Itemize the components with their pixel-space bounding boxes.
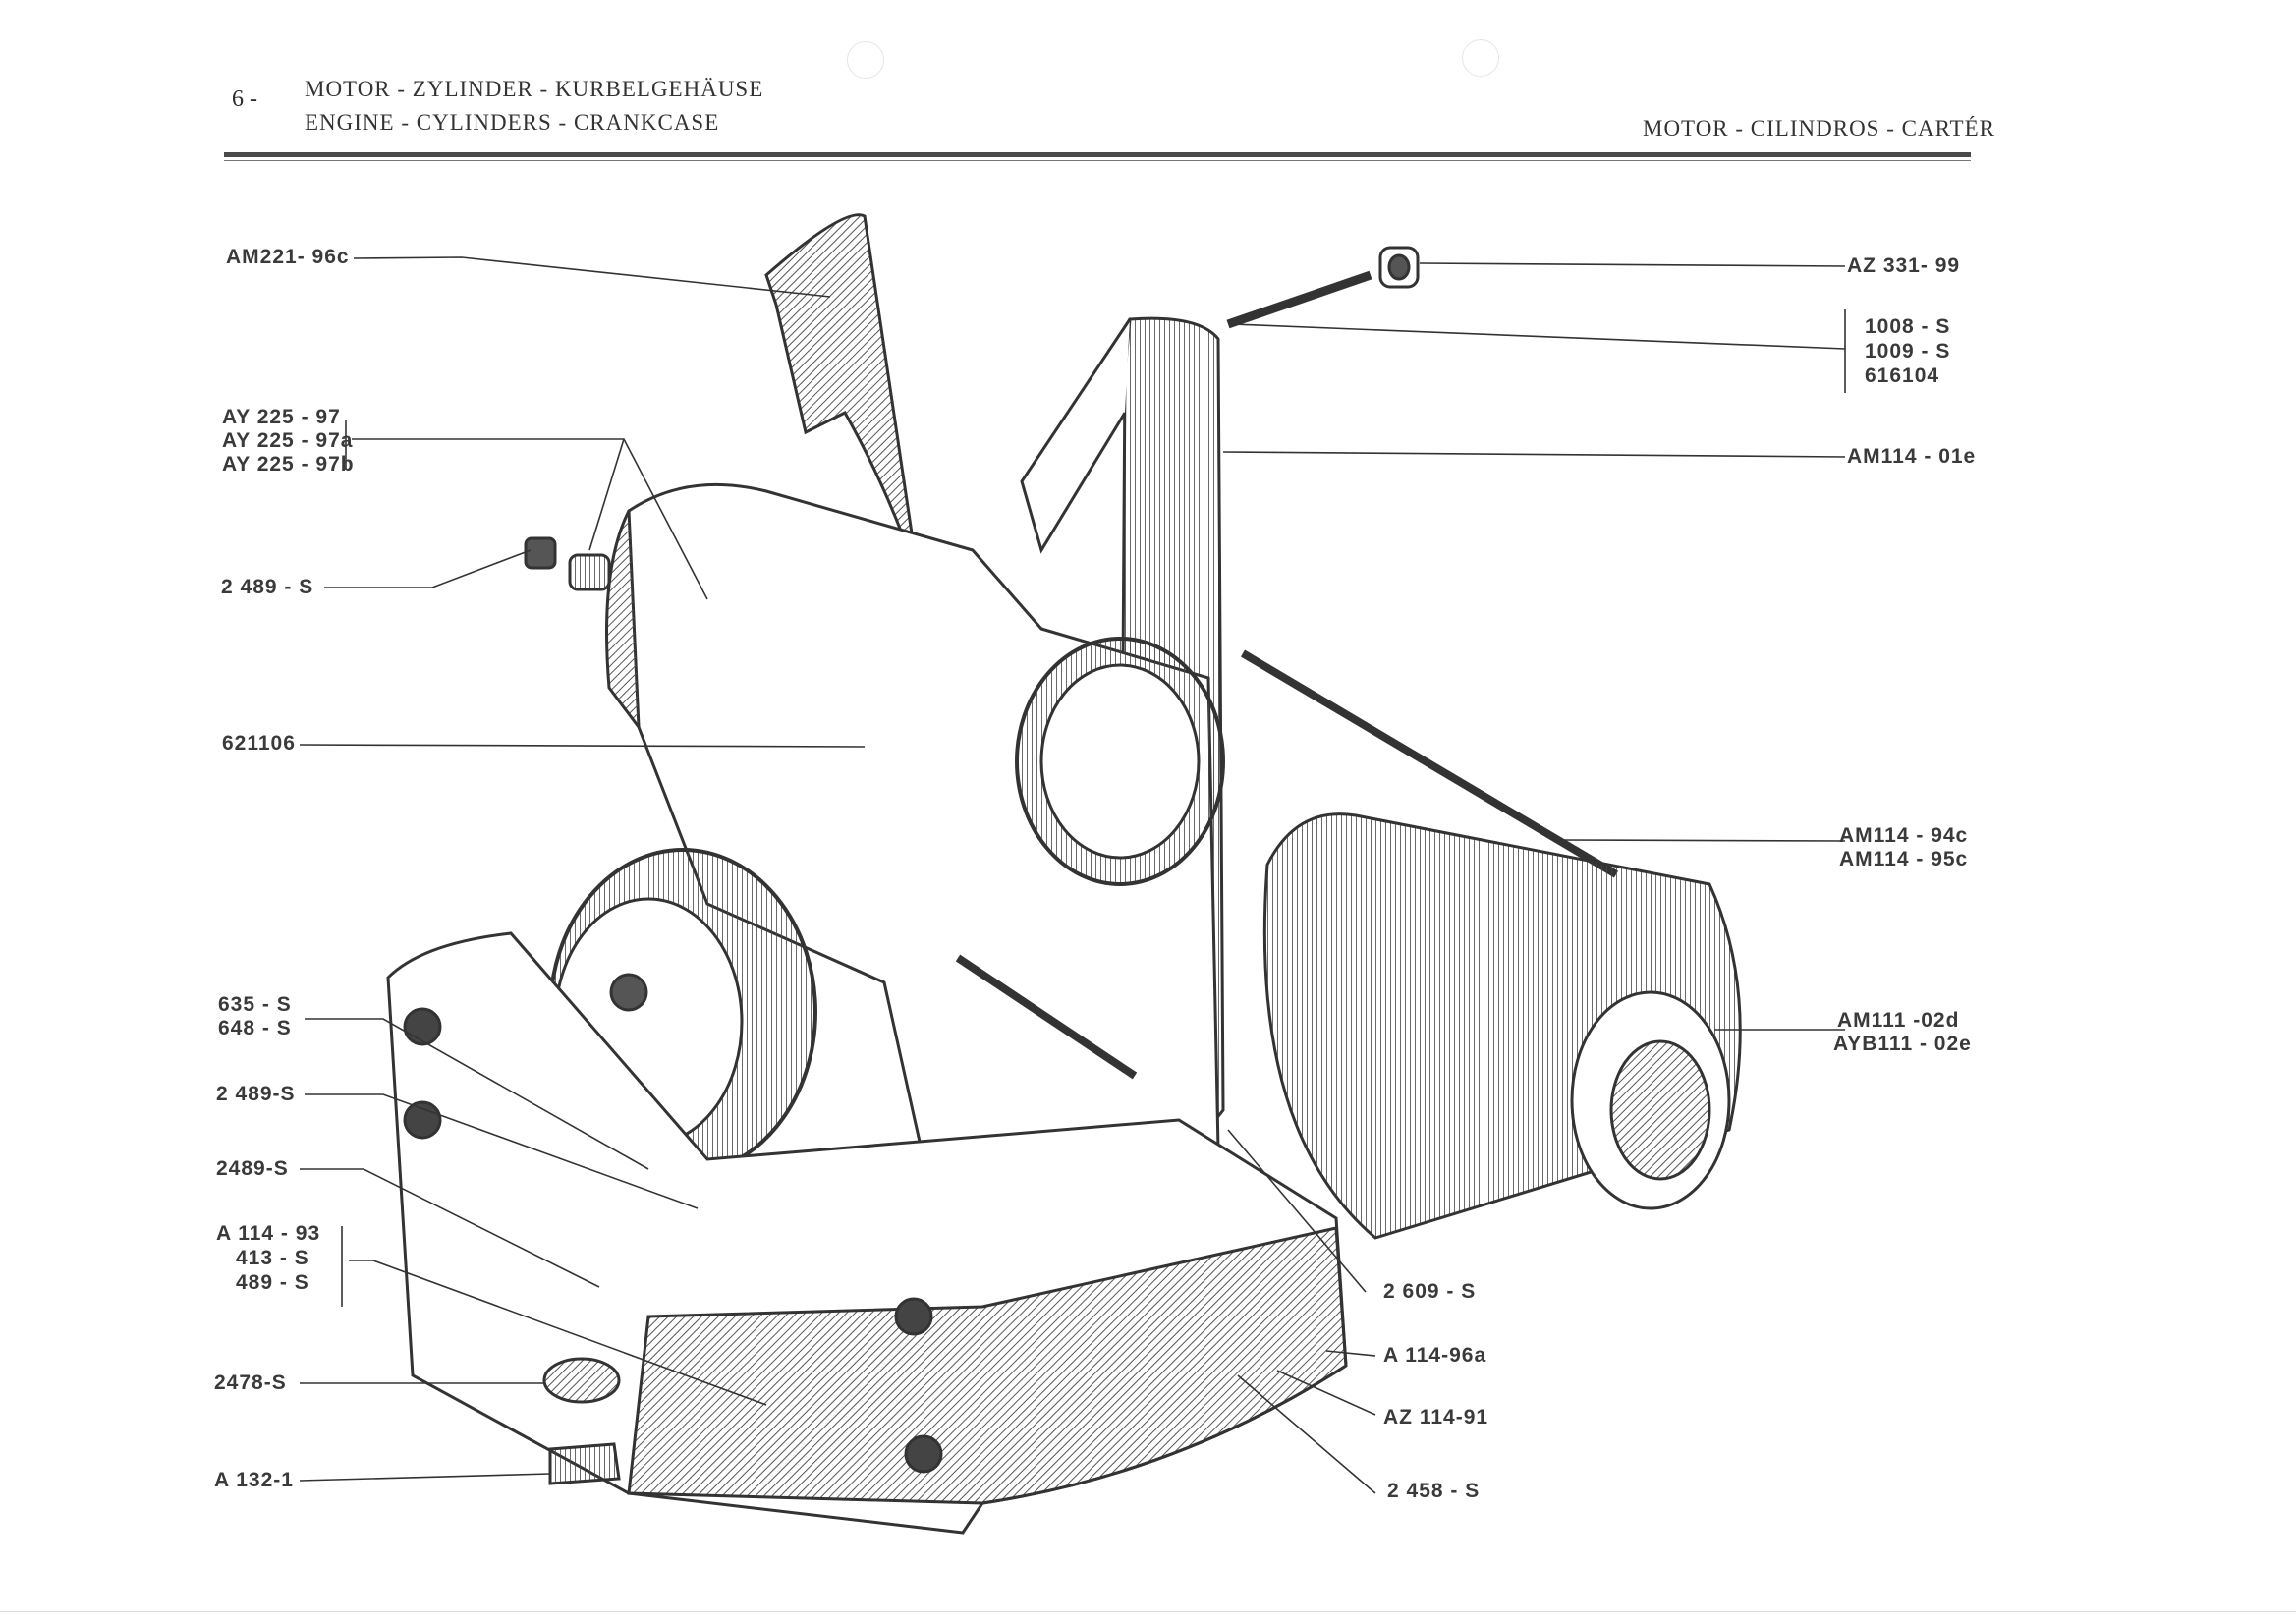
title-english: ENGINE - CYLINDERS - CRANKCASE (305, 110, 720, 135)
label-ay225-97: AY 225 - 97 (222, 406, 341, 428)
label-648s: 648 - S (218, 1017, 292, 1039)
plate-front (1020, 318, 1132, 554)
label-ayb111-02e: AYB111 - 02e (1833, 1033, 1972, 1055)
small-parts (524, 246, 1420, 1485)
leader-lines (299, 256, 1846, 1494)
plug-a132 (548, 1442, 621, 1485)
label-2609s: 2 609 - S (1383, 1280, 1477, 1303)
label-ay225-97b: AY 225 - 97b (222, 453, 355, 476)
label-2458s: 2 458 - S (1387, 1480, 1481, 1502)
label-am221-96c: AM221- 96c (226, 246, 350, 268)
label-a114-93: A 114 - 93 (216, 1222, 321, 1245)
label-1009s: 1009 - S (1865, 340, 1951, 363)
label-1008s: 1008 - S (1865, 315, 1951, 338)
label-am111-02d: AM111 -02d (1837, 1009, 1960, 1032)
label-489s: 489 - S (236, 1271, 309, 1294)
label-621106: 621106 (222, 732, 296, 755)
label-2478s: 2478-S (214, 1372, 287, 1394)
crankcase-body (386, 213, 1619, 1535)
label-a132-1: A 132-1 (214, 1469, 294, 1491)
label-am114-94c: AM114 - 94c (1839, 824, 1969, 847)
label-az114-91: AZ 114-91 (1383, 1406, 1489, 1428)
label-2489s-mid: 2 489-S (216, 1083, 296, 1105)
title-german: MOTOR - ZYLINDER - KURBELGEHÄUSE (305, 77, 764, 101)
label-2489s-top: 2 489 - S (221, 576, 314, 598)
stud-rod-long (1240, 649, 1619, 878)
page-bottom-edge (0, 1611, 2296, 1612)
label-635s: 635 - S (218, 993, 292, 1016)
page-number: 6 - (232, 86, 257, 112)
header-rule (224, 152, 1971, 157)
label-az331-99: AZ 331- 99 (1847, 254, 1961, 277)
punch-hole-left (847, 41, 884, 79)
label-am114-95c: AM114 - 95c (1839, 848, 1969, 870)
label-am114-01e: AM114 - 01e (1847, 445, 1977, 468)
header-rule-thin (224, 160, 1971, 161)
label-a114-96a: A 114-96a (1383, 1344, 1487, 1367)
label-ay225-97a: AY 225 - 97a (222, 429, 354, 452)
label-616104: 616104 (1865, 364, 1940, 387)
bushing-ay225 (568, 553, 611, 591)
punch-hole-right (1462, 39, 1499, 77)
nut-2489s (524, 536, 557, 570)
label-413s: 413 - S (236, 1247, 309, 1269)
stud-rod-short (1226, 270, 1372, 329)
label-2489s-low: 2489-S (216, 1157, 289, 1180)
seal-2478s (542, 1357, 621, 1404)
cylinder-barrel (1262, 812, 1742, 1240)
title-spanish: MOTOR - CILINDROS - CARTÉR (1643, 116, 1995, 140)
